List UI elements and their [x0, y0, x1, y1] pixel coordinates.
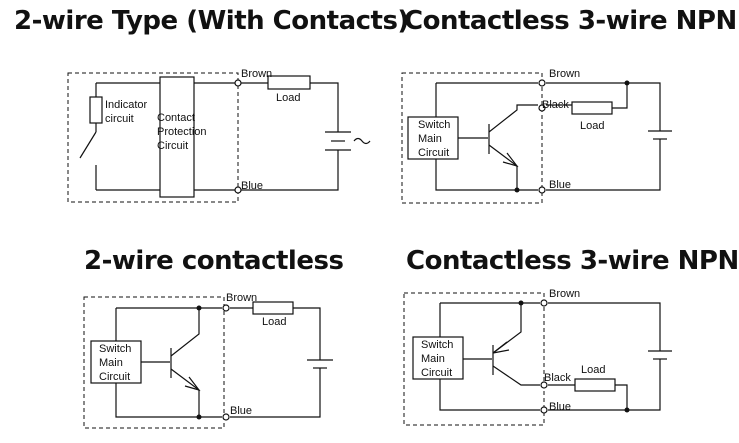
emitter-arrow-icon: [502, 152, 519, 168]
switch-label-2: Main: [418, 133, 442, 145]
protection-label-2: Protection: [157, 126, 207, 138]
brown-label: Brown: [226, 292, 257, 304]
brown-label: Brown: [549, 68, 580, 80]
diagram-title-2wire-contacts: 2-wire Type (With Contacts): [14, 6, 409, 36]
switch-label-1: Switch: [99, 343, 131, 355]
protection-label-1: Contact: [157, 112, 195, 124]
diagram-title-2wire-contactless: 2-wire contactless: [84, 246, 344, 276]
sensor-boundary: [83, 296, 225, 429]
blue-label: Blue: [549, 401, 571, 413]
blue-label: Blue: [241, 180, 263, 192]
brown-label: Brown: [549, 288, 580, 300]
indicator-label-1: Indicator: [105, 99, 148, 111]
switch-label-1: Switch: [418, 119, 450, 131]
load-label: Load: [580, 120, 604, 132]
brown-label: Brown: [241, 68, 272, 80]
diagram-3wire-npn-bottom: Brown Black Blue Load Switch Main Circui…: [403, 288, 672, 426]
blue-terminal: [234, 186, 242, 194]
emitter-arrow-icon: [492, 341, 510, 354]
brown-terminal: [234, 79, 242, 87]
diagram-2wire-contacts: Brown Blue Load Indicator circuit Contac…: [67, 68, 371, 203]
load-resistor: [574, 378, 616, 392]
indicator-resistor: [89, 96, 103, 124]
switch-label-2: Main: [99, 357, 123, 369]
switch-main-circuit-box: [90, 340, 142, 384]
black-label: Black: [542, 99, 569, 111]
load-label: Load: [262, 316, 286, 328]
blue-label: Blue: [549, 179, 571, 191]
ac-symbol-icon: [353, 137, 371, 145]
contact-protection-box: [159, 76, 195, 198]
sensor-boundary: [403, 292, 545, 426]
black-label: Black: [544, 372, 571, 384]
load-resistor: [252, 301, 294, 315]
diagram-2wire-contactless: Brown Blue Load Switch Main Circuit: [83, 292, 333, 429]
diagram-title-3wire-npn-bottom: Contactless 3-wire NPN: [406, 246, 739, 276]
switch-label-3: Circuit: [421, 367, 452, 379]
protection-label-3: Circuit: [157, 140, 188, 152]
load-label: Load: [581, 364, 605, 376]
indicator-label-2: circuit: [105, 113, 134, 125]
sensor-boundary: [401, 72, 543, 204]
emitter-arrow-icon: [184, 376, 201, 392]
diagram-title-3wire-npn-top: Contactless 3-wire NPN: [404, 6, 737, 36]
blue-label: Blue: [230, 405, 252, 417]
diagram-3wire-npn-top: Brown Black Blue Load Switch Main Circui…: [401, 68, 672, 204]
switch-main-circuit-box: [412, 336, 464, 380]
load-label: Load: [276, 92, 300, 104]
switch-label-3: Circuit: [418, 147, 449, 159]
load-resistor: [267, 75, 311, 90]
switch-label-3: Circuit: [99, 371, 130, 383]
switch-contact: [79, 131, 97, 159]
switch-label-1: Switch: [421, 339, 453, 351]
sensor-boundary: [67, 72, 239, 203]
switch-label-2: Main: [421, 353, 445, 365]
load-resistor: [571, 101, 613, 115]
